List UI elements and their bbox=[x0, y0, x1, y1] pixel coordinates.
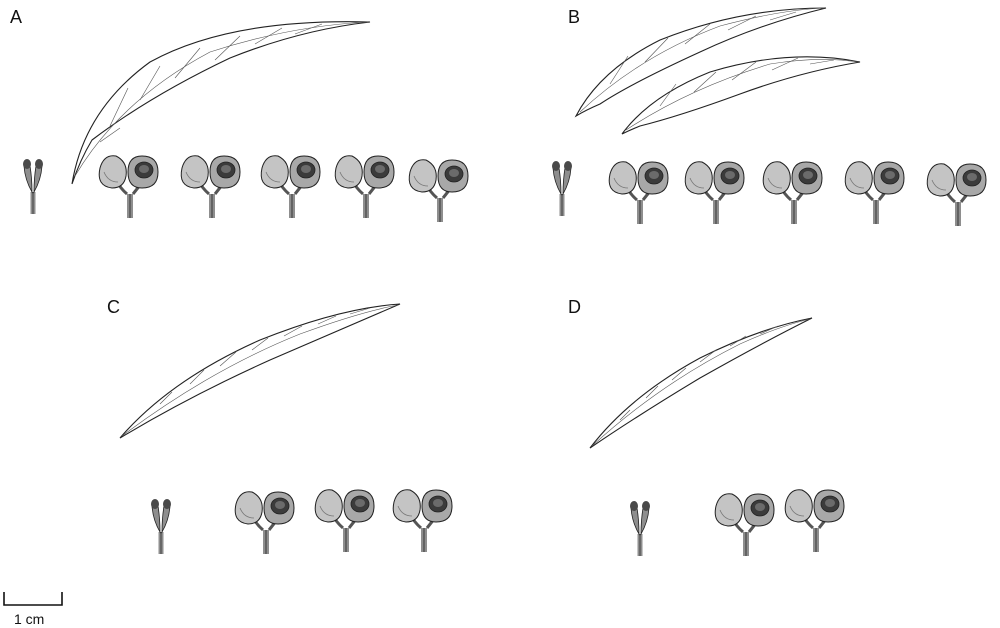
bud-pair-c bbox=[151, 499, 171, 554]
panel-c bbox=[119, 303, 452, 554]
bud-pair-d bbox=[630, 501, 650, 556]
panel-label-b: B bbox=[568, 7, 581, 27]
fruit-pair-c-1 bbox=[235, 492, 294, 554]
fruit-pair-a-2 bbox=[181, 156, 240, 218]
fruit-pair-c-2 bbox=[315, 490, 374, 552]
fruit-pair-d-1 bbox=[715, 494, 774, 556]
fruit-pair-a-3 bbox=[261, 156, 320, 218]
fruit-pair-b-3 bbox=[763, 162, 822, 224]
fruit-pair-b-1 bbox=[609, 162, 668, 224]
bud-pair-a bbox=[23, 159, 43, 214]
leaf-c bbox=[119, 303, 401, 439]
fruit-pair-a-1 bbox=[99, 156, 158, 218]
leaf-b-1 bbox=[574, 7, 827, 118]
scale-bar bbox=[3, 592, 63, 606]
panel-label-c: C bbox=[107, 297, 120, 317]
scale-bar-label: 1 cm bbox=[14, 611, 45, 627]
panel-d bbox=[589, 317, 844, 556]
panel-label-d: D bbox=[568, 297, 581, 317]
bud-pair-b bbox=[552, 161, 572, 216]
fruit-pair-c-3 bbox=[393, 490, 452, 552]
panel-a bbox=[23, 21, 468, 222]
fruit-pair-b-2 bbox=[685, 162, 744, 224]
leaf-a bbox=[71, 21, 371, 185]
panel-label-a: A bbox=[10, 7, 23, 27]
leaf-d bbox=[589, 317, 813, 449]
fruit-pair-d-2 bbox=[785, 490, 844, 552]
fruit-pair-b-5 bbox=[927, 164, 986, 226]
fruit-pair-b-4 bbox=[845, 162, 904, 224]
leaf-b-2 bbox=[621, 56, 861, 135]
panel-b bbox=[552, 7, 986, 226]
fruit-pair-a-5 bbox=[409, 160, 468, 222]
fruit-pair-a-4 bbox=[335, 156, 394, 218]
